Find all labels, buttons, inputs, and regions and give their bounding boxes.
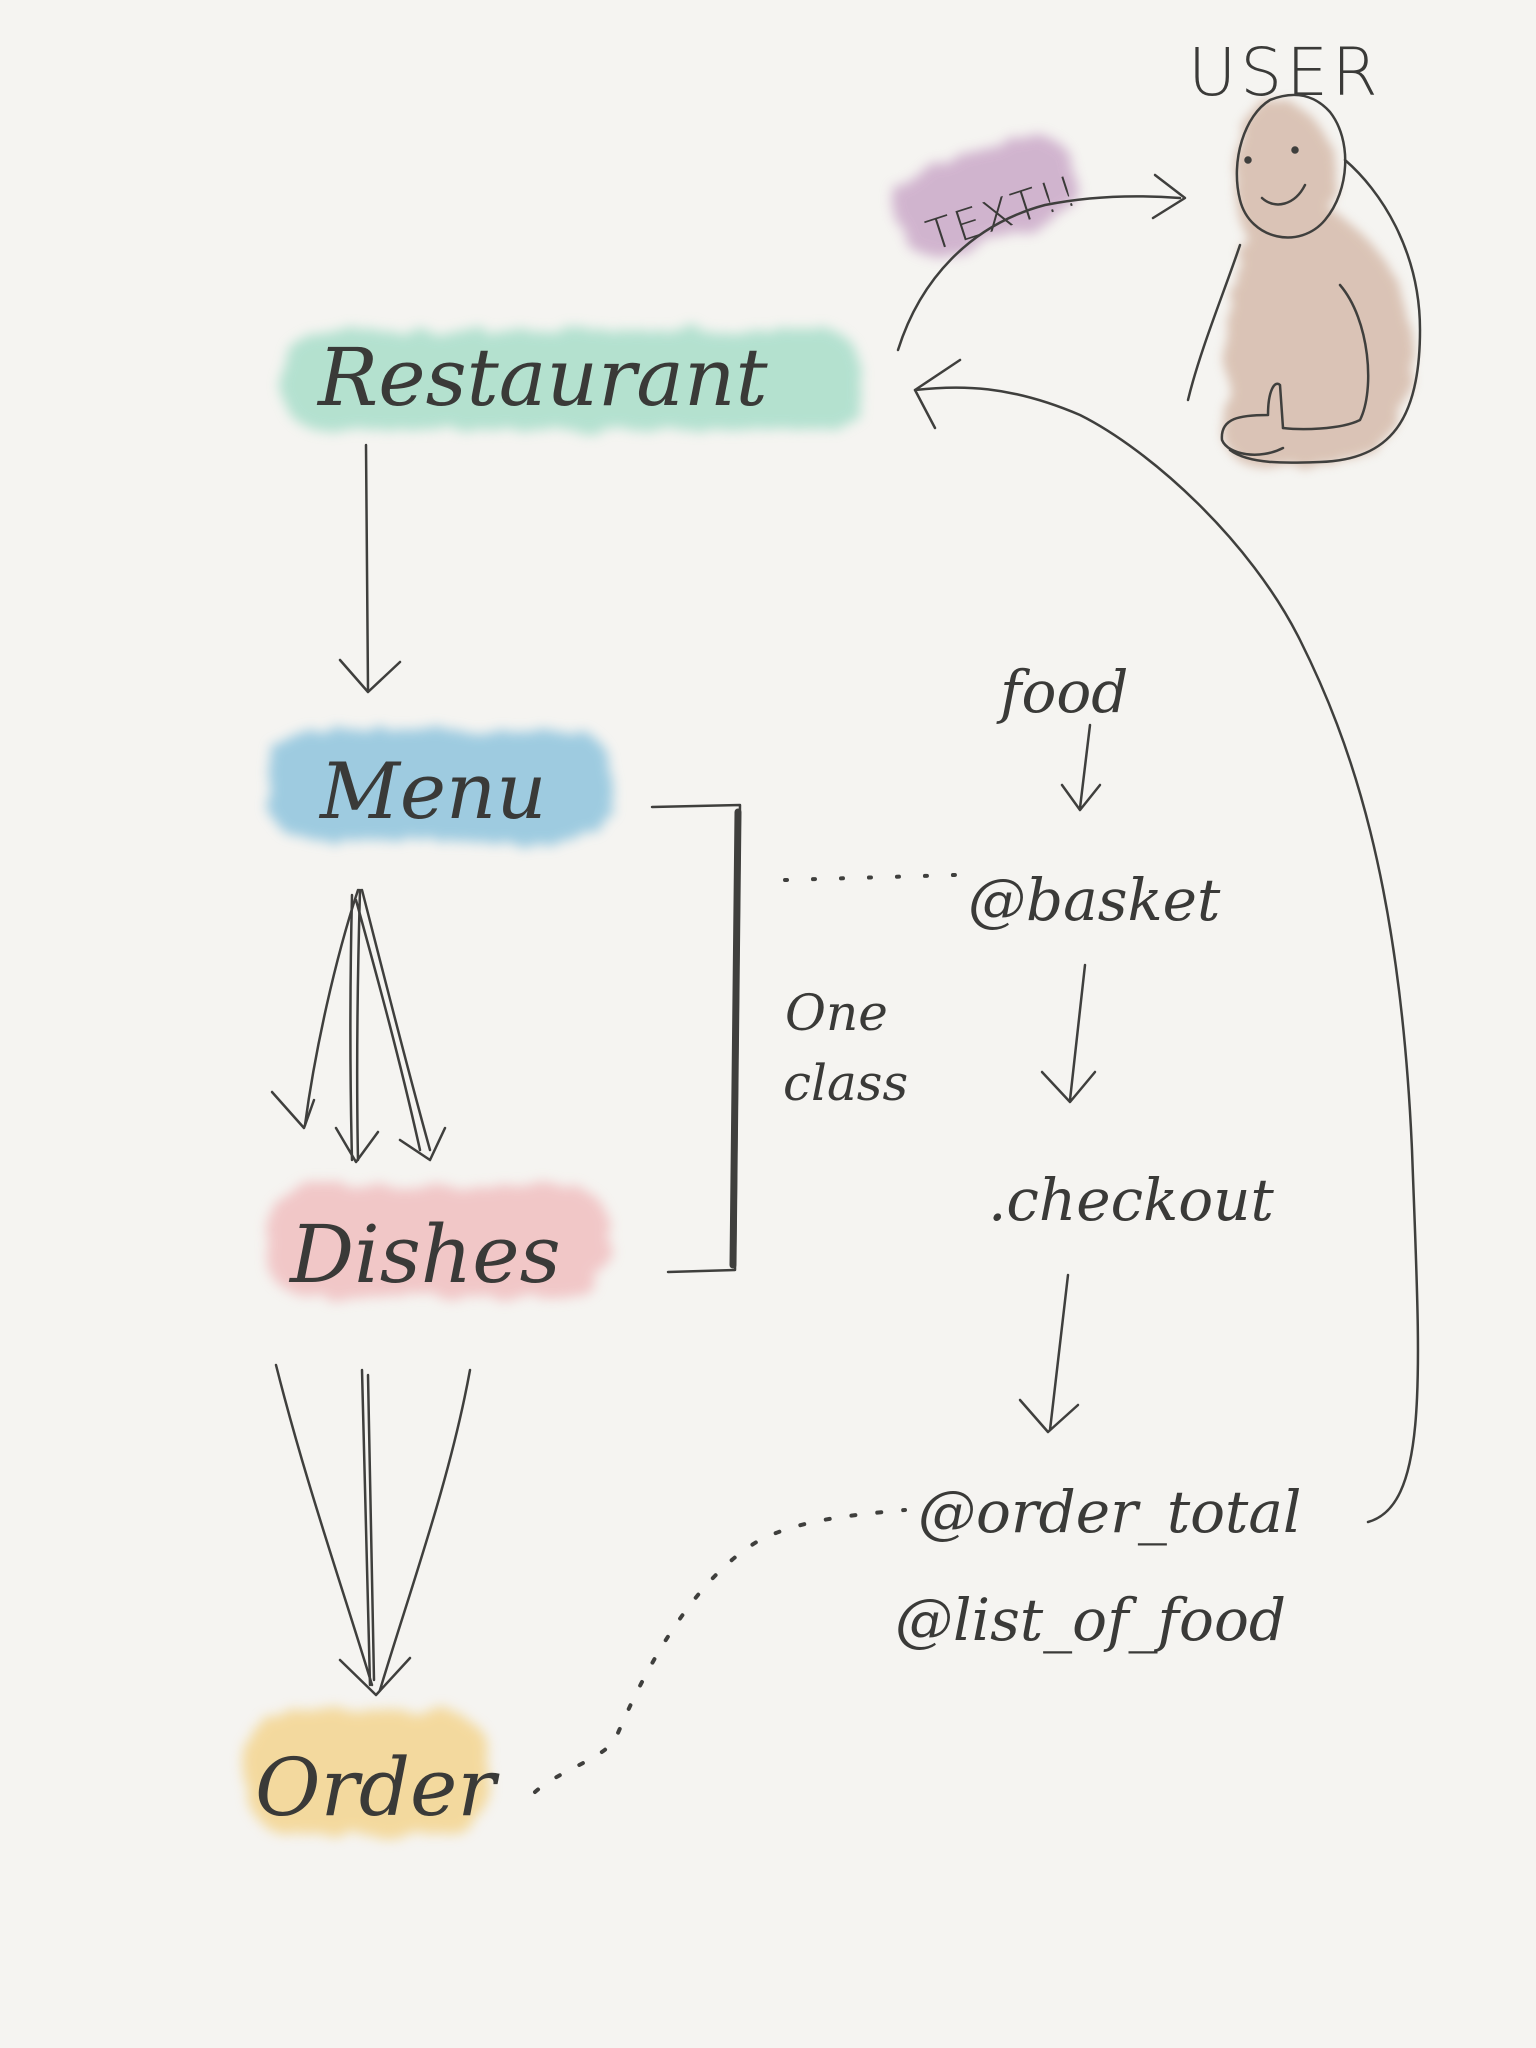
user-arm-right	[1281, 283, 1370, 431]
one-class-line2: class	[783, 1054, 908, 1112]
user-body-outline	[1228, 158, 1422, 464]
arrow-restaurant-user-head	[1151, 173, 1187, 220]
arrow-restaurant-menu-head	[338, 658, 402, 694]
arrow-restaurant-user	[896, 195, 1182, 352]
arrow-checkout-total	[1048, 1273, 1070, 1432]
arrow-dishes-order-left	[274, 1363, 374, 1687]
menu-label: Menu	[318, 747, 547, 837]
return-curve-to-restaurant	[913, 386, 1420, 1524]
one-class-bracket-bold	[729, 808, 742, 1269]
user-head-outline	[1235, 93, 1347, 239]
user-body-fill	[1222, 99, 1412, 469]
food-label: food	[996, 658, 1128, 726]
one-class-bracket	[650, 803, 742, 1274]
user-label: USER	[1188, 34, 1382, 111]
arrow-menu-dishes-left-head	[270, 1090, 316, 1130]
checkout-label: .checkout	[988, 1166, 1275, 1234]
user-thumb	[1220, 382, 1285, 456]
dishes-highlight	[265, 1185, 610, 1297]
arrow-dishes-order-mid	[360, 1368, 376, 1687]
arrow-food-basket	[1078, 723, 1092, 810]
user-smile	[1260, 183, 1307, 206]
order-total-label: @order_total	[918, 1478, 1302, 1546]
dishes-label: Dishes	[288, 1208, 561, 1301]
order-dotted-link	[533, 1508, 907, 1794]
arrow-basket-checkout	[1068, 963, 1087, 1102]
arrow-menu-dishes-right	[354, 888, 432, 1152]
one-class-line1: One	[785, 984, 888, 1042]
menu-highlight	[268, 730, 613, 842]
restaurant-label: Restaurant	[316, 331, 768, 424]
return-curve-head	[913, 358, 962, 430]
user-eye-right	[1291, 146, 1299, 154]
list-of-food-label: @list_of_food	[895, 1586, 1286, 1654]
user-eye-left	[1244, 156, 1252, 164]
arrow-basket-checkout-head	[1040, 1070, 1097, 1104]
basket-dotted-link	[783, 873, 957, 882]
arrow-dishes-order-right	[378, 1368, 472, 1692]
arrow-dishes-order-head	[338, 1656, 412, 1697]
arrow-menu-dishes-right-head	[398, 1126, 447, 1162]
arrow-menu-dishes-left	[303, 888, 360, 1127]
arrow-restaurant-menu	[364, 443, 370, 692]
order-label: Order	[255, 1741, 500, 1834]
arrow-menu-dishes-mid	[349, 888, 362, 1162]
restaurant-highlight	[282, 330, 862, 430]
arrow-checkout-total-head	[1018, 1398, 1080, 1434]
connectors	[270, 173, 1420, 1794]
arrow-menu-dishes-mid-head	[334, 1126, 380, 1164]
basket-label: @basket	[968, 866, 1221, 934]
order-highlight	[245, 1710, 490, 1835]
user-figure	[1186, 93, 1422, 464]
arrow-food-basket-head	[1060, 783, 1102, 812]
user-arm-left	[1186, 243, 1242, 402]
text-badge-highlight	[893, 134, 1077, 257]
